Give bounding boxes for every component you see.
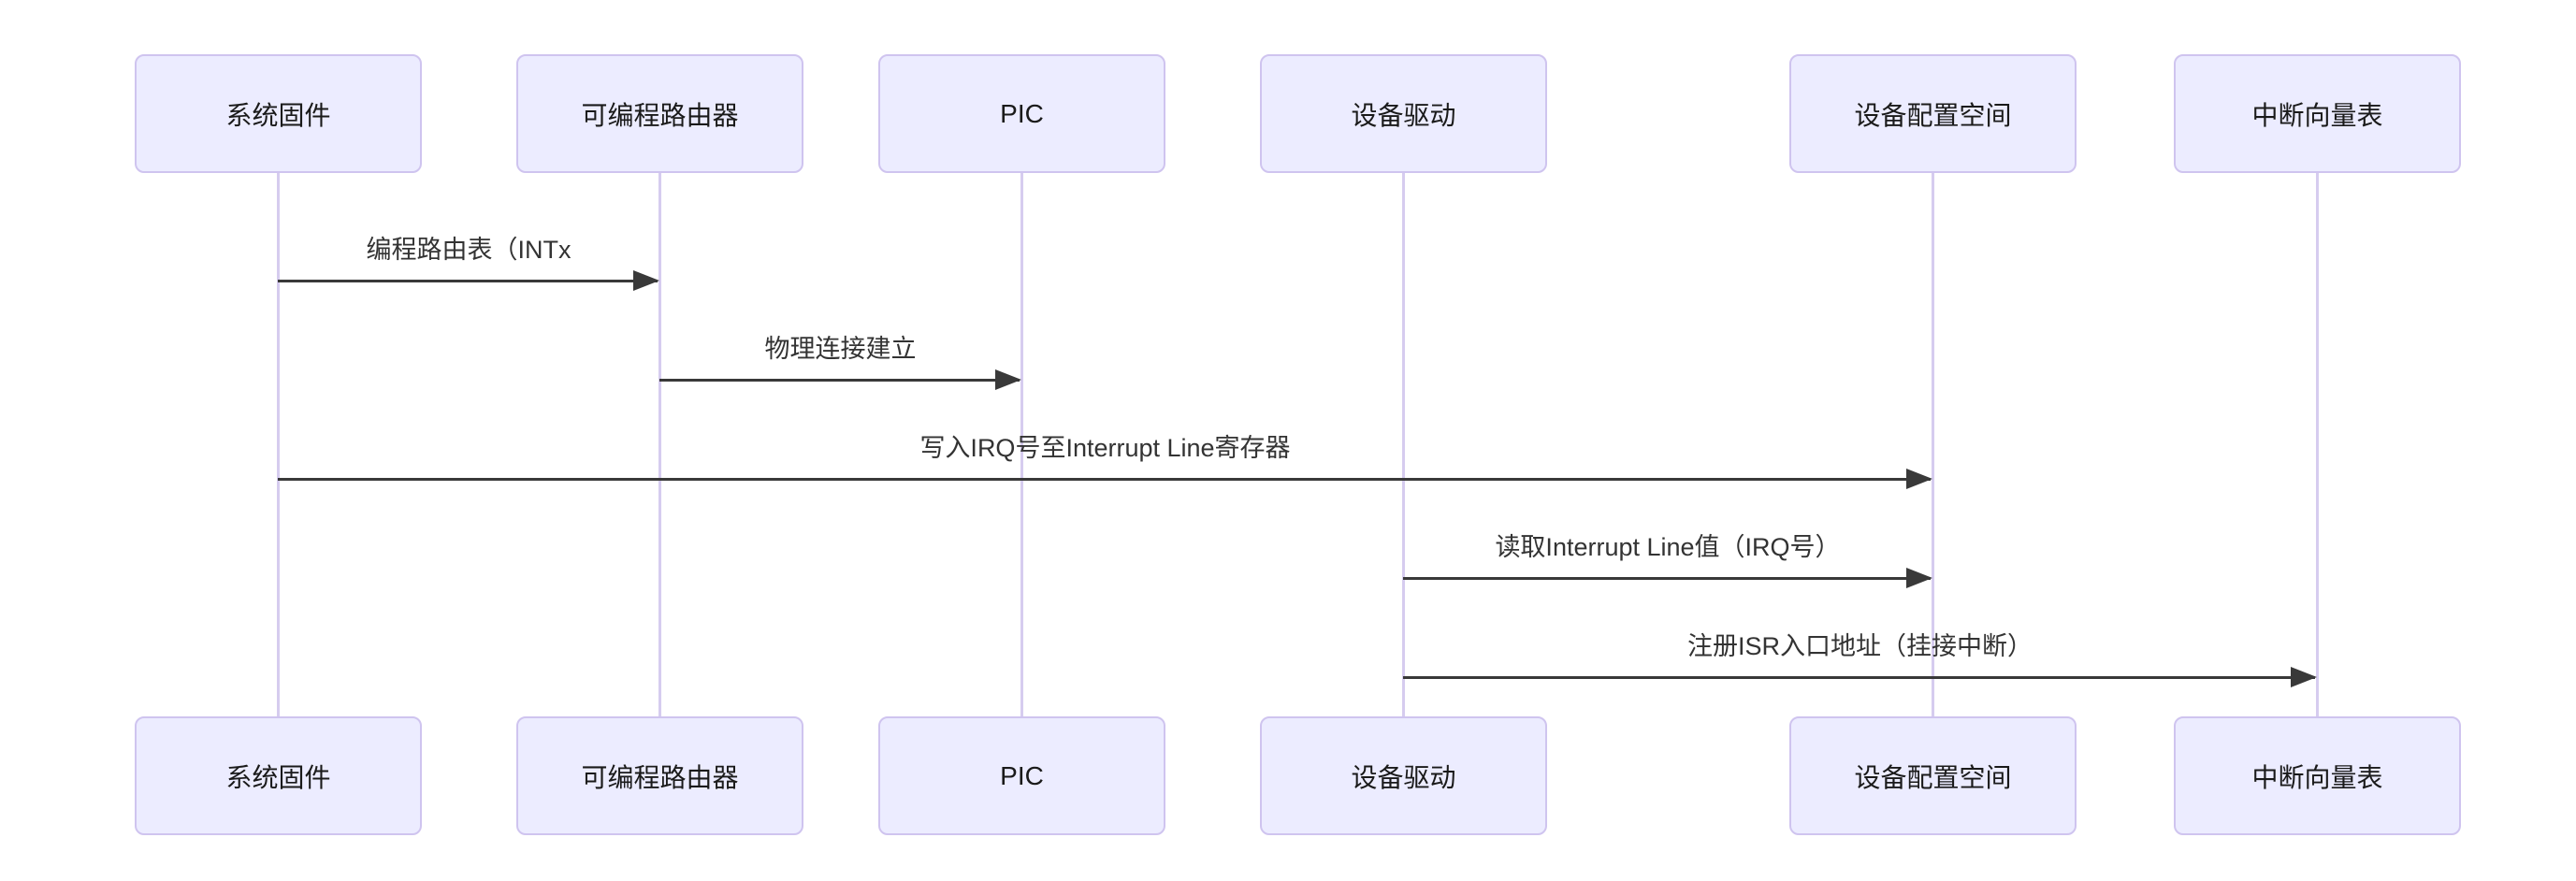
- message-label: 注册ISR入口地址（挂接中断）: [1686, 632, 2033, 660]
- arrowhead-icon: [1906, 568, 1932, 588]
- lifeline-system-firmware: [277, 173, 280, 716]
- message-line: [278, 478, 1931, 481]
- message-line: [278, 280, 658, 282]
- message-read-interrupt-line: 读取Interrupt Line值（IRQ号）: [1403, 531, 1932, 588]
- actor-top-pic: PIC: [878, 54, 1165, 173]
- actor-label: PIC: [1000, 760, 1044, 790]
- actor-bottom-programmable-router: 可编程路由器: [516, 716, 803, 835]
- lifeline-interrupt-vector-table: [2316, 173, 2319, 716]
- actor-label: 系统固件: [225, 762, 331, 792]
- lifeline-programmable-router: [658, 173, 661, 716]
- actor-label: 设备配置空间: [1854, 762, 2012, 792]
- actor-label: 中断向量表: [2251, 100, 2383, 130]
- lifeline-pic: [1020, 173, 1023, 716]
- lifeline-device-config-space: [1932, 173, 1934, 716]
- message-label: 编程路由表（INTx: [366, 236, 572, 264]
- arrowhead-icon: [633, 270, 659, 291]
- actor-top-programmable-router: 可编程路由器: [516, 54, 803, 173]
- message-line: [1403, 676, 2315, 679]
- lifeline-device-driver: [1402, 173, 1405, 716]
- message-physical-connection: 物理连接建立: [659, 333, 1021, 390]
- arrowhead-icon: [2291, 667, 2317, 687]
- message-line: [1403, 577, 1931, 580]
- actor-top-interrupt-vector-table: 中断向量表: [2174, 54, 2461, 173]
- actor-bottom-device-driver: 设备驱动: [1260, 716, 1547, 835]
- actor-top-device-config-space: 设备配置空间: [1789, 54, 2077, 173]
- message-register-isr: 注册ISR入口地址（挂接中断）: [1403, 630, 2317, 687]
- message-label: 物理连接建立: [764, 335, 917, 363]
- arrowhead-icon: [1906, 469, 1932, 489]
- actor-bottom-device-config-space: 设备配置空间: [1789, 716, 2077, 835]
- actor-top-system-firmware: 系统固件: [135, 54, 422, 173]
- message-program-routing-table: 编程路由表（INTx: [278, 234, 659, 291]
- arrowhead-icon: [995, 369, 1021, 390]
- actor-label: 设备驱动: [1351, 100, 1456, 130]
- actor-label: 系统固件: [225, 100, 331, 130]
- message-label: 读取Interrupt Line值（IRQ号）: [1495, 533, 1841, 561]
- message-line: [659, 379, 1020, 382]
- actor-bottom-pic: PIC: [878, 716, 1165, 835]
- actor-bottom-interrupt-vector-table: 中断向量表: [2174, 716, 2461, 835]
- actor-label: 设备驱动: [1351, 762, 1456, 792]
- actor-label: 可编程路由器: [581, 100, 739, 130]
- actor-label: 设备配置空间: [1854, 100, 2012, 130]
- actor-label: PIC: [1000, 98, 1044, 128]
- message-write-irq: 写入IRQ号至Interrupt Line寄存器: [278, 432, 1932, 489]
- actor-label: 中断向量表: [2251, 762, 2383, 792]
- actor-label: 可编程路由器: [581, 762, 739, 792]
- message-label: 写入IRQ号至Interrupt Line寄存器: [919, 434, 1291, 462]
- actor-top-device-driver: 设备驱动: [1260, 54, 1547, 173]
- actor-bottom-system-firmware: 系统固件: [135, 716, 422, 835]
